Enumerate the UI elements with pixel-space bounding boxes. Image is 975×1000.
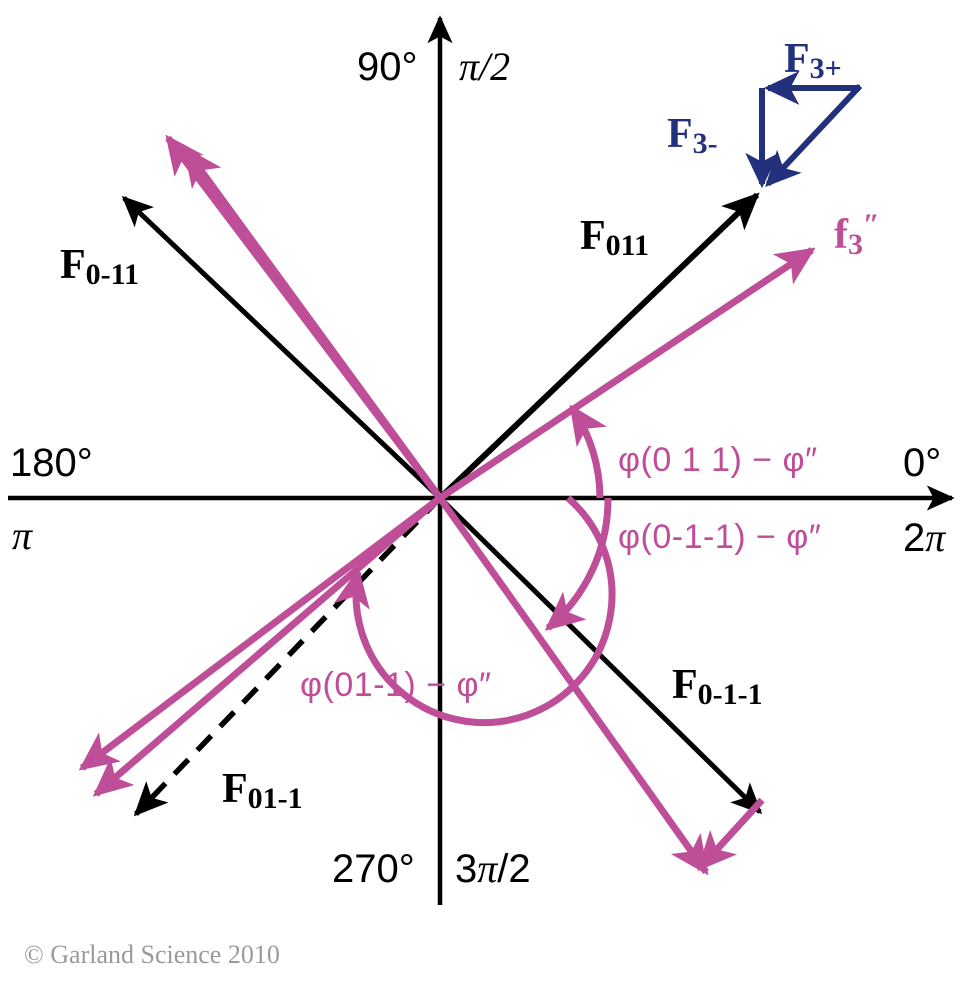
phase-label-phi-011: φ(0 1 1) − φ″ [618, 441, 818, 479]
axis-label-left-radians: π [12, 513, 33, 558]
vector-f3-upper-left-b [183, 146, 443, 501]
axis-label-right-degrees: 0° [903, 441, 942, 485]
vector-label-F3-plus: F3+ [784, 36, 842, 85]
axis-label-left-degrees: 180° [10, 441, 93, 485]
vector-label-F0-11: F0-11 [60, 242, 139, 291]
arc-phi-01-1 [333, 495, 616, 727]
vector-label-f3-double-prime: f3″ [834, 208, 880, 261]
vector-f3-lower-right-b [697, 797, 765, 872]
phase-label-phi-0-1-1: φ(0-1-1) − φ″ [618, 518, 822, 556]
axis-label-bottom-radians: 3π/2 [455, 846, 531, 891]
vector-f3-lower-left-b [92, 495, 443, 797]
vector-F3-resultant [765, 83, 863, 188]
vector-F0-11 [121, 195, 442, 500]
vector-label-F01-1: F01-1 [222, 766, 303, 815]
vector-F011 [437, 192, 760, 501]
vector-f3-upper-right [438, 247, 816, 501]
arc-phi-011 [569, 404, 607, 499]
axis-label-top-radians: π/2 [459, 44, 511, 89]
vector-F01-1 [133, 496, 442, 817]
phase-label-phi-01-1: φ(01-1) − φ″ [300, 666, 492, 704]
vector-label-F3-minus: F3- [667, 111, 718, 160]
arc-phi-0-1-1 [544, 497, 612, 631]
axis-label-top-degrees: 90° [357, 45, 418, 89]
vector-label-F011: F011 [580, 213, 650, 262]
copyright-credit: © Garland Science 2010 [24, 940, 280, 969]
vector-label-F0-1-1: F0-1-1 [672, 662, 763, 711]
axis-label-right-radians: 2π [903, 515, 946, 560]
axis-label-bottom-degrees: 270° [332, 847, 415, 891]
vector-f3-lower-left-a [78, 495, 443, 771]
